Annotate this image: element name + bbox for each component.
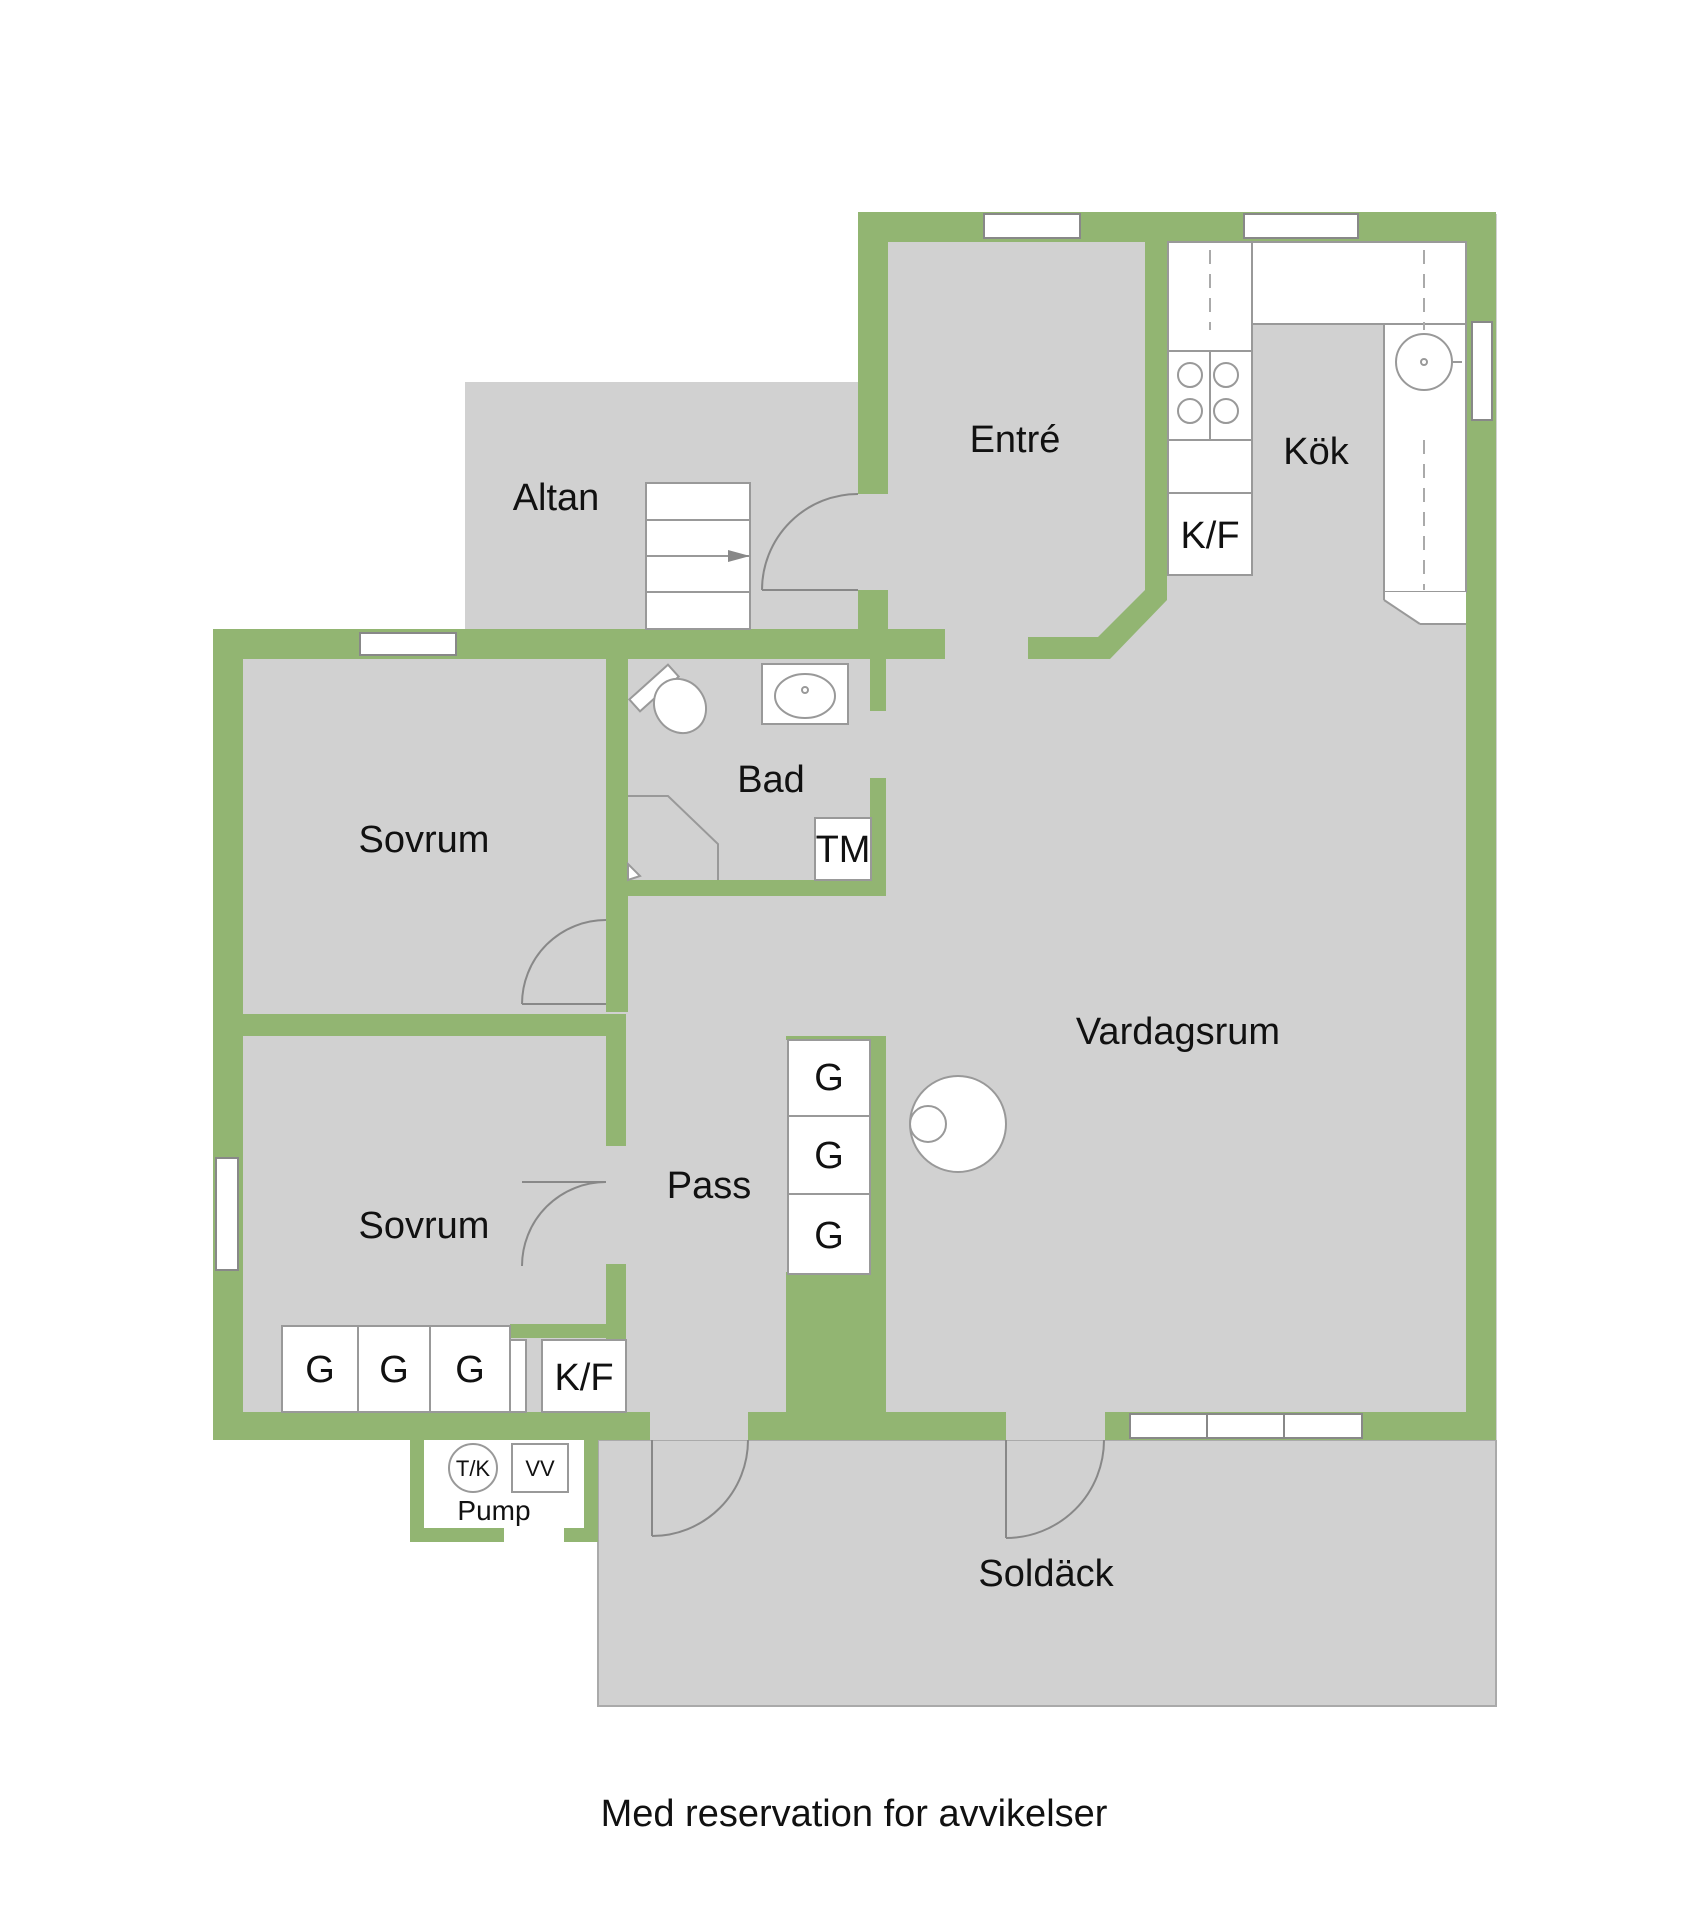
room-label-altan: Altan (513, 477, 600, 519)
pump-tank-icon (448, 1443, 498, 1493)
room-label-soldack: Soldäck (978, 1553, 1114, 1595)
room-label-sovrum-1: Sovrum (359, 819, 490, 861)
windows (215, 213, 1493, 1439)
kitchen-fridge-label: K/F (1180, 515, 1239, 557)
kitchen-fridge (1167, 492, 1253, 576)
hall-closet-label: G (814, 1215, 844, 1257)
bedroom-fridge (541, 1339, 627, 1413)
altan-stairs (645, 482, 751, 630)
room-label-sovrum-2: Sovrum (359, 1205, 490, 1247)
bedroom-closet-label: G (305, 1349, 335, 1391)
stove-icon (1177, 362, 1239, 424)
water-heater-box (511, 1443, 569, 1493)
kitchen-sink-icon (1395, 333, 1462, 391)
bedroom-closet-label: G (455, 1349, 485, 1391)
room-label-vardagsrum: Vardagsrum (1076, 1011, 1280, 1053)
shower-icon (627, 795, 719, 882)
hall-closets (787, 1039, 871, 1275)
hall-closet-label: G (814, 1057, 844, 1099)
washer-label: TM (816, 829, 871, 871)
bedroom-closet-label: G (379, 1349, 409, 1391)
water-heater-label: VV (525, 1456, 555, 1481)
fireplace-icon (909, 1075, 1007, 1173)
room-label-pump: Pump (457, 1495, 530, 1526)
bedroom-closets (281, 1325, 527, 1413)
door-swings (521, 493, 1105, 1539)
stair-arrow-icon (728, 550, 750, 562)
bathroom-sink-icon (761, 663, 849, 725)
room-label-entre: Entré (970, 419, 1061, 461)
soldack-deck (597, 1439, 1497, 1707)
room-label-bad: Bad (737, 759, 805, 801)
pump-tank-label: T/K (456, 1456, 491, 1481)
toilet-icon (627, 663, 708, 735)
hall-closet-label: G (814, 1135, 844, 1177)
disclaimer-caption: Med reservation for avvikelser (601, 1793, 1108, 1835)
bedroom-fridge-label: K/F (554, 1357, 613, 1399)
room-label-kok: Kök (1283, 431, 1349, 473)
washer-box (814, 817, 872, 881)
room-label-pass: Pass (667, 1165, 751, 1207)
